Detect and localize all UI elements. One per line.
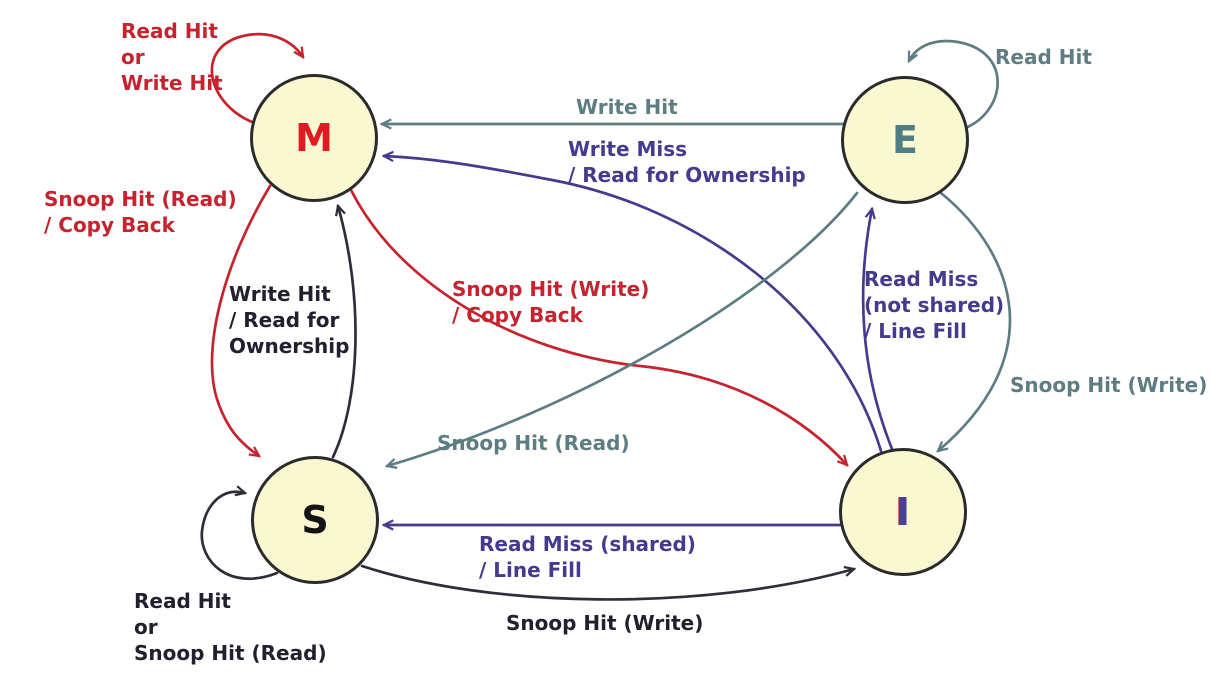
edge-s-self-loop	[200, 492, 279, 580]
state-node-invalid: I	[839, 448, 967, 576]
label-e-to-i-snoop-hit-write: Snoop Hit (Write)	[1010, 373, 1208, 397]
label-i-to-e-read-miss-not-shared: Read Miss (not shared) / Line Fill	[864, 267, 1005, 343]
edge-e-self-loop	[907, 39, 999, 131]
label-s-self-read-or-snoop-hit: Read Hit or Snoop Hit (Read)	[134, 589, 327, 665]
label-m-to-i-snoop-hit-write: Snoop Hit (Write) / Copy Back	[452, 277, 650, 327]
label-i-to-m-write-miss: Write Miss / Read for Ownership	[568, 137, 806, 187]
edge-e-to-s	[387, 191, 859, 466]
edge-m-to-s	[210, 184, 272, 456]
label-s-to-m-write-hit: Write Hit / Read for Ownership	[229, 282, 350, 358]
label-i-to-s-read-miss-shared: Read Miss (shared) / Line Fill	[479, 532, 696, 582]
label-e-to-m-write-hit: Write Hit	[576, 95, 678, 119]
edge-s-to-m	[331, 206, 357, 459]
state-node-modified: M	[250, 74, 378, 202]
state-label-e: E	[892, 118, 918, 162]
edge-m-to-i	[349, 188, 847, 465]
label-e-to-s-snoop-hit-read: Snoop Hit (Read)	[437, 431, 630, 455]
state-label-m: M	[295, 116, 333, 160]
label-m-to-s-snoop-hit-read: Snoop Hit (Read) / Copy Back	[44, 187, 237, 237]
label-s-to-i-snoop-hit-write: Snoop Hit (Write)	[506, 611, 704, 635]
label-e-self-read-hit: Read Hit	[995, 45, 1092, 69]
edge-m-self-loop	[210, 32, 303, 124]
state-node-exclusive: E	[841, 76, 969, 204]
edge-i-to-m	[384, 156, 883, 453]
state-label-s: S	[301, 498, 329, 542]
label-m-self-read-or-write-hit: Read Hit or Write Hit	[121, 19, 223, 95]
state-label-i: I	[895, 490, 911, 534]
edge-s-to-i	[360, 564, 854, 601]
edge-e-to-i	[938, 191, 1012, 451]
edge-i-to-e	[861, 209, 894, 451]
state-node-shared: S	[251, 456, 379, 584]
